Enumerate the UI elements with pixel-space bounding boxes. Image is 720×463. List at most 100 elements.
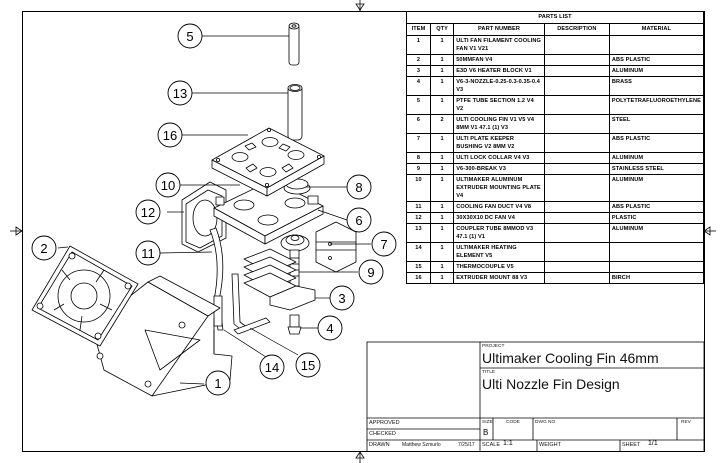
description-cell	[543, 35, 610, 55]
part-number-cell: ULTI COOLING FIN V1 V5 V4 8MM V1 47.1 (1…	[453, 114, 545, 134]
parts-list-table: PARTS LIST ITEM QTY PART NUMBER DESCRIPT…	[406, 11, 705, 284]
balloon-13: 13	[167, 80, 193, 106]
balloon-14: 14	[259, 354, 285, 380]
item-cell: 6	[406, 114, 431, 134]
drawn-by: Matthew Szmurlo	[402, 442, 441, 448]
column-header-qty: QTY	[429, 23, 455, 36]
svg-text:11: 11	[141, 246, 155, 261]
item-cell: 4	[406, 76, 431, 96]
svg-text:8: 8	[355, 180, 362, 195]
description-cell	[543, 133, 610, 153]
description-cell	[543, 212, 610, 224]
scale-value: 1:1	[503, 440, 513, 447]
code-label: CODE	[506, 420, 520, 425]
material-cell: POLYTETRAFLUOROETHYLENE	[608, 95, 705, 115]
balloon-16: 16	[157, 122, 183, 148]
item-cell: 14	[406, 242, 431, 262]
center-mark-bottom	[355, 451, 365, 463]
qty-cell: 1	[429, 272, 455, 284]
title-block-frame	[366, 341, 705, 452]
item-cell: 11	[406, 201, 431, 213]
qty-cell: 1	[429, 261, 455, 273]
description-cell	[543, 261, 610, 273]
qty-cell: 1	[429, 133, 455, 153]
item-cell: 12	[406, 212, 431, 224]
part-number-cell: E3D V6 HEATER BLOCK V1	[453, 65, 545, 77]
part-number-cell: COOLING FAN DUCT V4 V8	[453, 201, 545, 213]
description-cell	[543, 242, 610, 262]
balloon-2: 2	[31, 235, 57, 261]
svg-text:13: 13	[173, 86, 187, 101]
rev-label: REV	[681, 420, 691, 425]
balloon-3: 3	[329, 285, 355, 311]
description-cell	[543, 65, 610, 77]
part-number-cell: 30X30X10 DC FAN V4	[453, 212, 545, 224]
material-cell: BIRCH	[608, 272, 705, 284]
item-cell: 9	[406, 163, 431, 175]
material-cell	[608, 261, 705, 273]
item-cell: 5	[406, 95, 431, 115]
ptfe-tube-part	[288, 22, 300, 66]
parts-list-title: PARTS LIST	[406, 11, 704, 24]
svg-text:14: 14	[265, 360, 279, 375]
size-label: SIZE	[482, 420, 493, 425]
material-cell: STEEL	[608, 114, 705, 134]
fan-duct-part	[209, 227, 224, 331]
material-cell: ALUMINUM	[608, 174, 705, 202]
project-name: Ultimaker Cooling Fin 46mm	[482, 350, 659, 366]
part-number-cell: V6-3-NOZZLE-0.25-0.3-0.35-0.4 V3	[453, 76, 545, 96]
drawn-date: 7/25/17	[458, 442, 475, 448]
svg-text:7: 7	[380, 237, 387, 252]
part-number-cell: EXTRUDER MOUNT 88 V3	[453, 272, 545, 284]
plate-keeper-bushing-part	[280, 234, 310, 252]
balloon-5: 5	[177, 23, 203, 49]
item-cell: 1	[406, 35, 431, 55]
assembly-illustration	[31, 22, 357, 397]
column-header-description: DESCRIPTION	[543, 23, 610, 36]
qty-cell: 1	[429, 95, 455, 115]
description-cell	[543, 152, 610, 164]
scale-label: SCALE	[482, 442, 501, 448]
qty-cell: 1	[429, 76, 455, 96]
extruder-mount-part	[211, 127, 325, 197]
part-number-cell: ULTIMAKER HEATING ELEMENT V5	[453, 242, 545, 262]
svg-text:1: 1	[214, 376, 221, 391]
qty-cell: 2	[429, 114, 455, 134]
description-cell	[543, 272, 610, 284]
dwg-no-label: DWG NO	[535, 420, 556, 425]
qty-cell: 1	[429, 223, 455, 243]
center-mark-right	[703, 226, 716, 236]
sheet-label: SHEET	[622, 442, 641, 448]
balloon-15: 15	[295, 352, 321, 378]
material-cell: ALUMINUM	[608, 152, 705, 164]
balloon-9: 9	[358, 259, 384, 285]
sheet-value: 1/1	[648, 440, 658, 447]
center-mark-top	[355, 0, 365, 11]
description-cell	[543, 54, 610, 66]
column-header-material: MATERIAL	[608, 23, 705, 36]
svg-text:4: 4	[326, 321, 333, 336]
description-cell	[543, 114, 610, 134]
checked-label: CHECKED	[369, 431, 396, 437]
description-cell	[543, 76, 610, 96]
svg-text:5: 5	[186, 29, 193, 44]
item-cell: 16	[406, 272, 431, 284]
thermocouple-part	[231, 273, 271, 335]
material-cell	[608, 35, 705, 55]
part-number-cell: 50MMFAN V4	[453, 54, 545, 66]
part-number-cell: THERMOCOUPLE V5	[453, 261, 545, 273]
svg-text:2: 2	[40, 241, 47, 256]
svg-text:6: 6	[355, 213, 362, 228]
qty-cell: 1	[429, 163, 455, 175]
svg-text:3: 3	[338, 291, 345, 306]
large-fan-part	[31, 245, 139, 347]
